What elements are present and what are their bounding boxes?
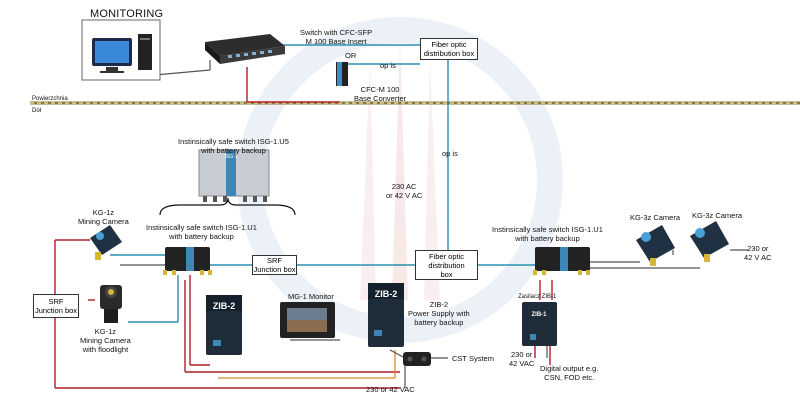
svg-text:ISG-1: ISG-1 [224, 154, 237, 160]
network-switch-icon [205, 34, 285, 64]
digital-output-label: Digital output e.g. CSN, FOD etc. [540, 364, 599, 382]
mg1-monitor-device [280, 302, 335, 338]
zasilacz-label: Zasilacz ZIB-1 [518, 294, 557, 300]
vac-230-42-label: 230 or 42 VAC [509, 350, 535, 368]
ac-right-label: 230 or 42 V AC [744, 244, 772, 262]
isg-u1-right-label: Instinsically safe switch ISG-1.U1 with … [492, 225, 603, 243]
converter-label: CFC-M 100 Base Converter [354, 85, 407, 103]
diagram-title: MONITORING [90, 8, 164, 20]
mg1-monitor-label: MG-1 Monitor [288, 292, 334, 301]
svg-text:ZIB-2: ZIB-2 [375, 289, 398, 299]
srf-junction-box-mid: SRF Junction box [252, 255, 297, 275]
grouping-brace [159, 197, 296, 216]
ethernet-links [120, 60, 748, 388]
vac-bottom-label: 230 or 42 VAC [366, 385, 415, 394]
op-is-top-label: op is [380, 61, 396, 70]
cst-system-label: CST System [452, 354, 494, 363]
kg1z-floodlight-label: KG-1z Mining Camera with floodlight [80, 327, 131, 354]
isg-u1-left-label: Instinsically safe switch ISG-1.U1 with … [146, 223, 257, 241]
surface-lower-label: Dół [32, 108, 42, 114]
fiber-box-mid: Fiber optic distribution box [415, 250, 478, 280]
fiber-box-top: Fiber optic distribution box [420, 38, 478, 60]
kg3z-camera-a [636, 225, 675, 266]
kg3z-camera-b [690, 221, 729, 262]
srf-junction-box-left: SRF Junction box [33, 294, 79, 318]
power-links [54, 67, 553, 389]
op-is-mid-label: op is [442, 149, 458, 158]
kg3z-b-label: KG-3z Camera [692, 211, 743, 220]
isg-u5-label: Instinsically safe switch ISG-1.U5 with … [178, 137, 289, 155]
kg1z-floodlight-camera [100, 285, 122, 323]
orange-cables [218, 350, 396, 379]
kg3z-a-label: KG-3z Camera [630, 213, 681, 222]
zib2-mid-device: ZIB-2 [368, 283, 404, 347]
isg-u1-right-device [533, 247, 590, 275]
ac-230-42-label: 230 AC or 42 V AC [386, 182, 423, 200]
cst-adapter-device [403, 352, 431, 366]
kg1z-camera-top [90, 225, 122, 260]
monitoring-pc-icon [81, 19, 161, 81]
svg-text:ZIB-1: ZIB-1 [532, 312, 548, 318]
or-label: OR [345, 51, 357, 60]
zib2-left-device: ZIB-2 [206, 295, 242, 355]
kg1z-top-label: KG-1z Mining Camera [78, 208, 129, 226]
isg-u5-switch-device: ISG-1 [198, 149, 270, 202]
media-converter-icon [336, 62, 348, 86]
isg-u1-left-device [163, 247, 212, 275]
zib1-power-supply-device: ZIB-1 [522, 302, 557, 346]
fiber-links [110, 44, 535, 323]
svg-text:ZIB-2: ZIB-2 [213, 301, 236, 311]
switch-sfp-label: Switch with CFC-SFP M 100 Base Insert [300, 28, 373, 46]
zib2-power-supply-label: ZIB-2 Power Supply with battery backup [408, 300, 470, 327]
surface-upper-label: Powierzchnia [32, 96, 68, 102]
